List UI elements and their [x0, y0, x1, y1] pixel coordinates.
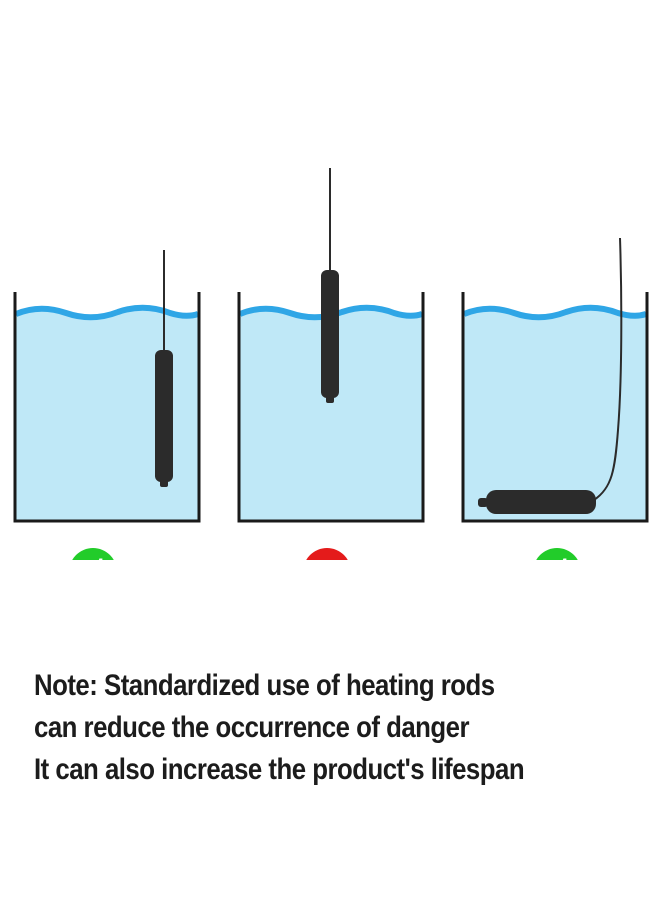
water-body [16, 307, 198, 520]
note-line-1: Note: Standardized use of heating rods [34, 669, 495, 702]
panel-correct-horizontal: √ [461, 237, 649, 560]
water-surface [14, 304, 199, 321]
check-badge [72, 548, 114, 560]
panel-incorrect-partial: X [237, 168, 425, 560]
cross-icon: X [316, 557, 338, 560]
tank-outline [237, 292, 425, 523]
check-icon: √ [84, 556, 103, 560]
heater-rod [486, 490, 596, 514]
tank-outline [13, 292, 201, 523]
water-body [464, 307, 646, 520]
heater-usage-diagram: √ X √ [13, 168, 649, 560]
heater-rod [155, 350, 173, 482]
note-line-2: can reduce the occurrence of danger [34, 711, 470, 744]
water-surface [238, 304, 423, 321]
tank-outline [461, 292, 649, 523]
check-badge [536, 548, 578, 560]
water-body [240, 307, 422, 520]
panel-correct-vertical: √ [13, 250, 201, 560]
heater-tip [326, 396, 334, 403]
check-icon: √ [548, 556, 567, 560]
water-surface [462, 304, 647, 321]
heater-rod [321, 270, 339, 398]
heater-tip [478, 498, 488, 507]
usage-note: Note: Standardized use of heating rods c… [34, 665, 559, 791]
cross-badge [306, 548, 348, 560]
note-line-3: It can also increase the product's lifes… [34, 753, 525, 786]
heater-cable [593, 237, 623, 501]
heater-tip [160, 480, 168, 487]
